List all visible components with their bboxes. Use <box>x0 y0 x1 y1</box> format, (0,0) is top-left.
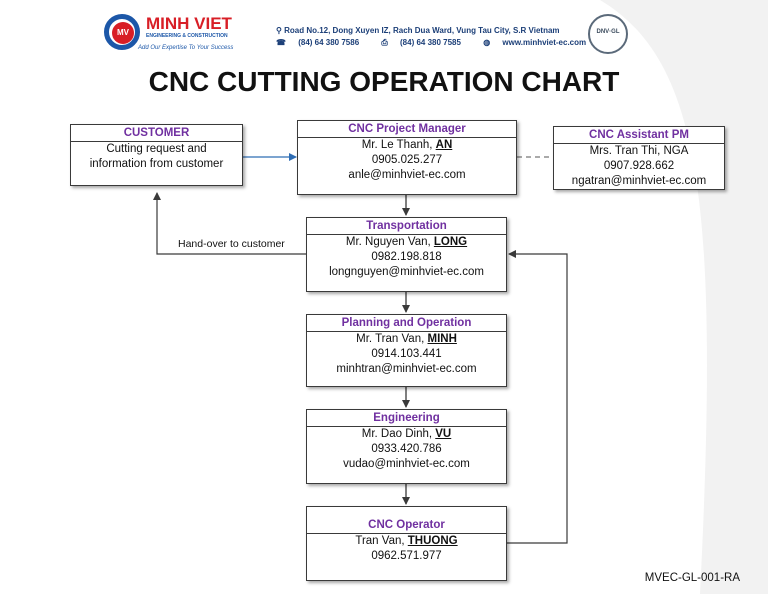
operator-to-transport-loop <box>507 250 568 544</box>
logo-tagline: Add Our Expertise To Your Success <box>138 45 234 51</box>
pm-name: Mr. Le Thanh, AN <box>361 139 453 151</box>
transport-email: longnguyen@minhviet-ec.com <box>329 266 484 278</box>
logo-brand: MINH VIET <box>146 14 232 33</box>
assistant-email: ngatran@minhviet-ec.com <box>571 175 707 187</box>
logo-subtitle: ENGINEERING & CONSTRUCTION <box>146 33 228 39</box>
operator-heading: CNC Operator <box>368 519 445 531</box>
engineering-phone: 0933.420.786 <box>371 443 442 455</box>
operator-phone: 0962.571.977 <box>371 550 442 562</box>
transport-heading: Transportation <box>307 218 506 235</box>
planning-heading: Planning and Operation <box>307 315 506 332</box>
pm-email: anle@minhviet-ec.com <box>348 169 466 181</box>
cert-label: DNV·GL <box>596 29 620 35</box>
planning-box: Planning and Operation Mr. Tran Van, MIN… <box>306 314 507 387</box>
transport-phone: 0982.198.818 <box>371 251 442 263</box>
pm-phone: 0905.025.277 <box>371 154 443 166</box>
company-logo: MV MINH VIET ENGINEERING & CONSTRUCTION … <box>104 12 244 56</box>
engineering-box: Engineering Mr. Dao Dinh, VU 0933.420.78… <box>306 409 507 484</box>
operator-name: Tran Van, THUONG <box>355 535 458 547</box>
location-pin-icon: ⚲ <box>276 26 282 35</box>
contact-info: ⚲ Road No.12, Dong Xuyen IZ, Rach Dua Wa… <box>276 25 606 49</box>
logo-mark-icon: MV <box>112 22 134 44</box>
assistant-name: Mrs. Tran Thi, NGA <box>589 145 689 157</box>
planning-email: minhtran@minhviet-ec.com <box>336 363 477 375</box>
handover-label: Hand-over to customer <box>178 238 285 250</box>
contact-row: ☎ (84) 64 380 7586 ⎙ (84) 64 380 7585 ◍ … <box>276 37 606 49</box>
engineering-email: vudao@minhviet-ec.com <box>343 458 470 470</box>
address-text: Road No.12, Dong Xuyen IZ, Rach Dua Ward… <box>284 26 560 35</box>
customer-heading: CUSTOMER <box>71 125 242 142</box>
customer-box: CUSTOMER Cutting request and information… <box>70 124 243 186</box>
address-line: ⚲ Road No.12, Dong Xuyen IZ, Rach Dua Wa… <box>276 25 606 37</box>
engineering-heading: Engineering <box>307 410 506 427</box>
phone-icon: ☎ <box>276 38 286 47</box>
customer-line2: information from customer <box>89 158 224 170</box>
transportation-box: Transportation Mr. Nguyen Van, LONG 0982… <box>306 217 507 292</box>
customer-line1: Cutting request and <box>106 143 207 155</box>
assistant-heading: CNC Assistant PM <box>554 127 724 144</box>
planning-name: Mr. Tran Van, MINH <box>356 333 457 345</box>
globe-icon: ◍ <box>483 38 491 47</box>
assistant-pm-box: CNC Assistant PM Mrs. Tran Thi, NGA 0907… <box>553 126 725 190</box>
handover-arrow <box>153 192 306 255</box>
project-manager-box: CNC Project Manager Mr. Le Thanh, AN 090… <box>297 120 517 195</box>
document-id: MVEC-GL-001-RA <box>644 572 740 584</box>
transport-name: Mr. Nguyen Van, LONG <box>345 236 468 248</box>
operator-box: CNC Operator Tran Van, THUONG 0962.571.9… <box>306 506 507 581</box>
assistant-phone: 0907.928.662 <box>603 160 675 172</box>
website-text: www.minhviet-ec.com <box>502 38 587 47</box>
certification-seal: DNV·GL <box>588 14 628 54</box>
phone-text: (84) 64 380 7586 <box>298 38 360 47</box>
planning-phone: 0914.103.441 <box>371 348 442 360</box>
fax-icon: ⎙ <box>381 38 388 47</box>
pm-heading: CNC Project Manager <box>298 121 516 138</box>
fax-text: (84) 64 380 7585 <box>400 38 461 47</box>
page-title: CNC CUTTING OPERATION CHART <box>148 66 620 97</box>
logo-ring-icon <box>104 14 140 50</box>
engineering-name: Mr. Dao Dinh, VU <box>361 428 452 440</box>
